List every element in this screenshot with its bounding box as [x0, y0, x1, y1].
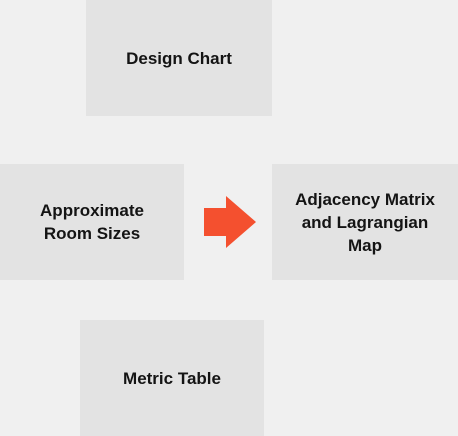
metric-table-box: Metric Table [80, 320, 264, 436]
metric-table-label: Metric Table [123, 368, 221, 388]
approximate-room-sizes-box: Approximate Room Sizes [0, 164, 184, 280]
approximate-room-sizes-label: Approximate Room Sizes [40, 201, 144, 243]
right-arrow-icon [204, 196, 256, 248]
design-chart-label: Design Chart [126, 48, 232, 68]
adjacency-matrix-label: Adjacency Matrix and Lagrangian Map [295, 189, 435, 255]
adjacency-matrix-box: Adjacency Matrix and Lagrangian Map [272, 164, 458, 280]
design-chart-box: Design Chart [86, 0, 272, 116]
